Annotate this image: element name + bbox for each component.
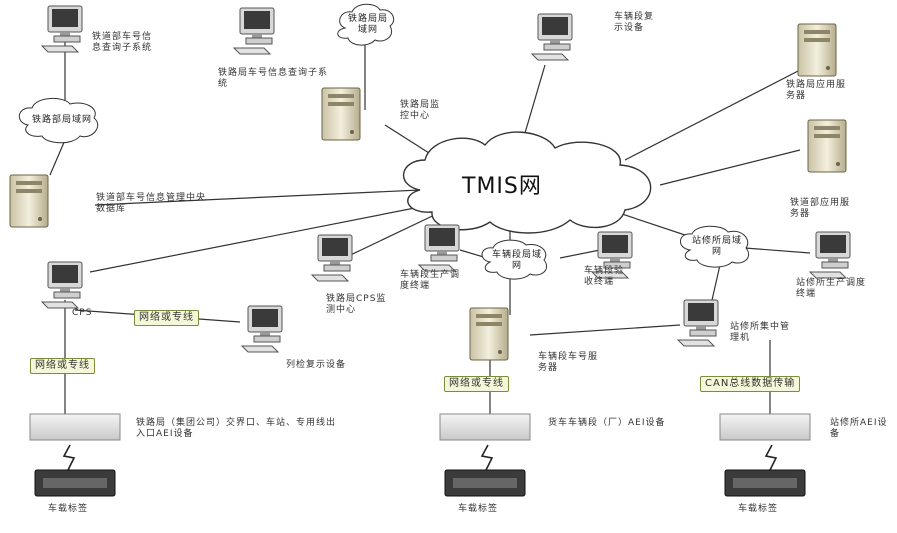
bureau-monitor-server-icon	[321, 87, 361, 141]
depot-dispatch-pc-icon	[418, 224, 460, 272]
vehicle-tag-1-label: 车载标签	[48, 504, 89, 514]
vehicle-tag-2-label: 车载标签	[458, 504, 499, 514]
depot-lan-label: 车辆段局域网	[492, 250, 543, 271]
wireless-marks	[62, 444, 778, 471]
aei-bureau-device-icon	[29, 413, 121, 441]
ministry-subsystem-pc-icon	[41, 5, 83, 53]
train-review-label: 列检复示设备	[286, 360, 347, 370]
depot-server-icon	[469, 307, 509, 361]
ministry-lan-cloud	[18, 98, 99, 144]
train-review-pc-icon	[241, 305, 283, 353]
can-bus-tag: CAN总线数据传输	[700, 376, 801, 392]
network-or-line-tag-3: 网络或专线	[444, 376, 509, 392]
bureau-lan-cloud	[337, 3, 395, 46]
aei-depot-device-icon	[439, 413, 531, 441]
station-lan-label: 站修所局域网	[692, 236, 743, 257]
depot-review-pc-icon	[531, 13, 573, 61]
depot-server-label: 车辆段车号服务器	[538, 352, 599, 373]
depot-acceptance-label: 车辆段验收终端	[584, 266, 625, 287]
vehicle-tag-2-icon	[444, 469, 526, 497]
depot-review-label: 车辆段复示设备	[614, 12, 655, 33]
bureau-app-server-label: 铁路局应用服务器	[786, 80, 847, 101]
ministry-subsystem-label: 铁道部车号信息查询子系统	[92, 32, 153, 53]
bureau-subsystem-label: 铁路局车号信息查询子系统	[218, 68, 329, 89]
bureau-cps-center-pc-icon	[311, 234, 353, 282]
bureau-cps-center-label: 铁路局CPS监测中心	[326, 294, 387, 315]
tmis-network-label: TMIS网	[462, 174, 542, 199]
cps-label: CPS	[72, 308, 93, 318]
station-dispatch-pc-icon	[809, 231, 851, 279]
ministry-app-server-icon	[807, 119, 847, 173]
bureau-app-server-icon	[797, 23, 837, 77]
vehicle-tag-1-icon	[34, 469, 116, 497]
bureau-subsystem-pc-icon	[233, 7, 275, 55]
ministry-db-server-icon	[9, 174, 49, 228]
aei-bureau-label: 铁路局（集团公司）交界口、车站、专用线出入口AEI设备	[136, 418, 337, 439]
aei-station-device-icon	[719, 413, 811, 441]
ministry-app-server-label: 铁道部应用服务器	[790, 198, 851, 219]
station-manager-label: 站修所集中管理机	[730, 322, 791, 343]
vehicle-tag-3-icon	[724, 469, 806, 497]
vehicle-tag-3-label: 车载标签	[738, 504, 779, 514]
aei-station-label: 站修所AEI设备	[830, 418, 888, 439]
aei-depot-label: 货车车辆段（厂）AEI设备	[548, 418, 666, 428]
station-dispatch-label: 站修所生产调度终端	[796, 278, 867, 299]
network-or-line-tag-1: 网络或专线	[134, 310, 199, 326]
station-lan-cloud	[680, 225, 750, 268]
depot-lan-cloud	[481, 239, 548, 280]
network-or-line-tag-2: 网络或专线	[30, 358, 95, 374]
bureau-lan-label: 铁路局局域网	[347, 14, 388, 35]
connection-lines	[49, 42, 811, 415]
depot-dispatch-label: 车辆段生产调度终端	[400, 270, 461, 291]
cps-pc-icon	[41, 261, 83, 309]
station-manager-pc-icon	[677, 299, 719, 347]
bureau-monitor-label: 铁路局监控中心	[400, 100, 441, 121]
ministry-lan-label: 铁路部局域网	[31, 115, 92, 125]
ministry-db-label: 铁道部车号信息管理中央数据库	[96, 193, 207, 214]
